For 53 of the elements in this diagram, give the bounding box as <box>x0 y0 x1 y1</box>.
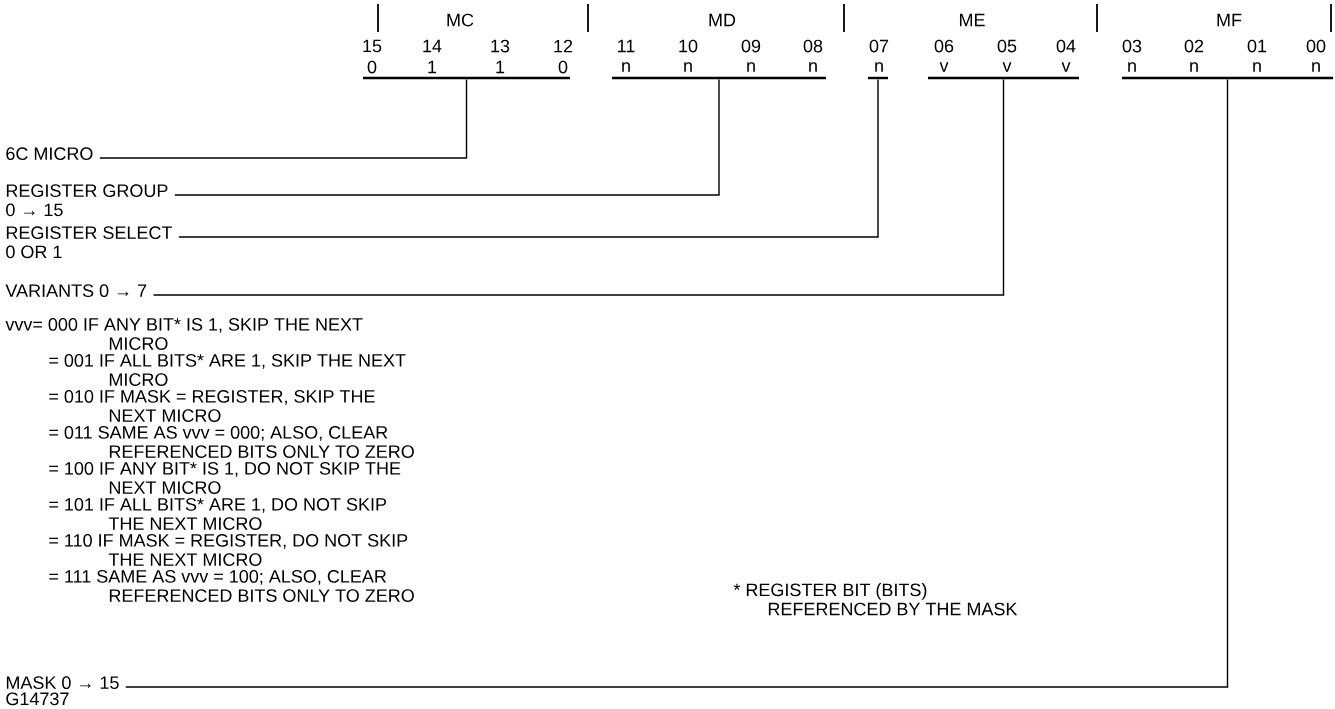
field-description: 6C MICRO <box>6 147 93 161</box>
field-name: MF <box>1217 13 1242 27</box>
leader-line <box>152 78 1005 296</box>
bit-number: 05 <box>997 39 1017 53</box>
bit-number: 10 <box>679 39 698 53</box>
field-name: MC <box>447 13 474 27</box>
field-description: MASK 0 → 15 <box>6 676 119 690</box>
field-description: REGISTER SELECT 0 OR 1 <box>6 226 172 259</box>
bit-value: v <box>939 62 949 72</box>
leader-line <box>178 78 879 238</box>
bit-number: 14 <box>423 39 442 53</box>
field-description: VARIANTS 0 → 7 <box>5 284 147 298</box>
bit-number: 03 <box>1122 39 1142 53</box>
bit-value: n <box>809 62 817 72</box>
bit-number: 15 <box>363 39 382 53</box>
bit-number: 08 <box>803 39 823 53</box>
bit-value: n <box>1128 62 1136 72</box>
bit-number: 11 <box>618 39 635 53</box>
bit-number: 04 <box>1056 39 1076 53</box>
leader-line <box>125 78 1229 688</box>
bit-value: v <box>1002 62 1012 72</box>
footnote: * REGISTER BIT (BITS) REFERENCED BY THE MASK <box>733 583 1018 616</box>
variant-description: = 100 IF ANY BIT* IS 1, DO NOT SKIP THE NEXT MICRO <box>49 462 401 494</box>
field-bracket <box>928 76 1079 80</box>
bit-number: 09 <box>741 39 761 53</box>
field-description: REGISTER GROUP 0 → 15 <box>6 184 168 217</box>
bit-value: n <box>622 62 630 72</box>
field-name: ME <box>960 13 985 27</box>
variant-description: = 110 IF MASK = REGISTER, DO NOT SKIP THE NEXT MICRO <box>49 534 408 566</box>
bit-number: 06 <box>934 39 954 53</box>
figure-number: G14737 <box>6 692 69 706</box>
variant-description: = 011 SAME AS vvv = 000; ALSO, CLEAR REFERENCED BITS ONLY TO ZERO <box>49 426 414 458</box>
bit-number: 07 <box>869 39 889 53</box>
variant-description: = 101 IF ALL BITS* ARE 1, DO NOT SKIP THE NEXT MICRO <box>49 498 387 530</box>
variant-description: = 010 IF MASK = REGISTER, SKIP THE NEXT MICRO <box>49 390 375 422</box>
leader-line <box>174 78 720 196</box>
bit-number: 12 <box>554 39 573 53</box>
bit-number: 02 <box>1184 39 1204 53</box>
bit-number: 00 <box>1306 39 1326 53</box>
variant-description: = 111 SAME AS vvv = 100; ALSO, CLEAR REFERENCED BITS ONLY TO ZERO <box>49 570 414 602</box>
bit-value: 0 <box>558 60 568 74</box>
bit-value: n <box>875 62 883 72</box>
bit-number: 13 <box>491 39 510 53</box>
field-bracket <box>363 76 570 80</box>
bit-value: v <box>1061 62 1071 72</box>
bit-number: 01 <box>1247 39 1267 53</box>
field-bracket <box>1122 76 1333 80</box>
field-bracket <box>612 76 826 80</box>
variant-description: = 001 IF ALL BITS* ARE 1, SKIP THE NEXT MICRO <box>49 354 406 386</box>
variant-description: vvv= 000 IF ANY BIT* IS 1, SKIP THE NEXT MICRO <box>5 318 363 350</box>
field-bracket <box>868 76 888 80</box>
field-name: MD <box>709 13 736 27</box>
leader-line <box>99 78 468 159</box>
